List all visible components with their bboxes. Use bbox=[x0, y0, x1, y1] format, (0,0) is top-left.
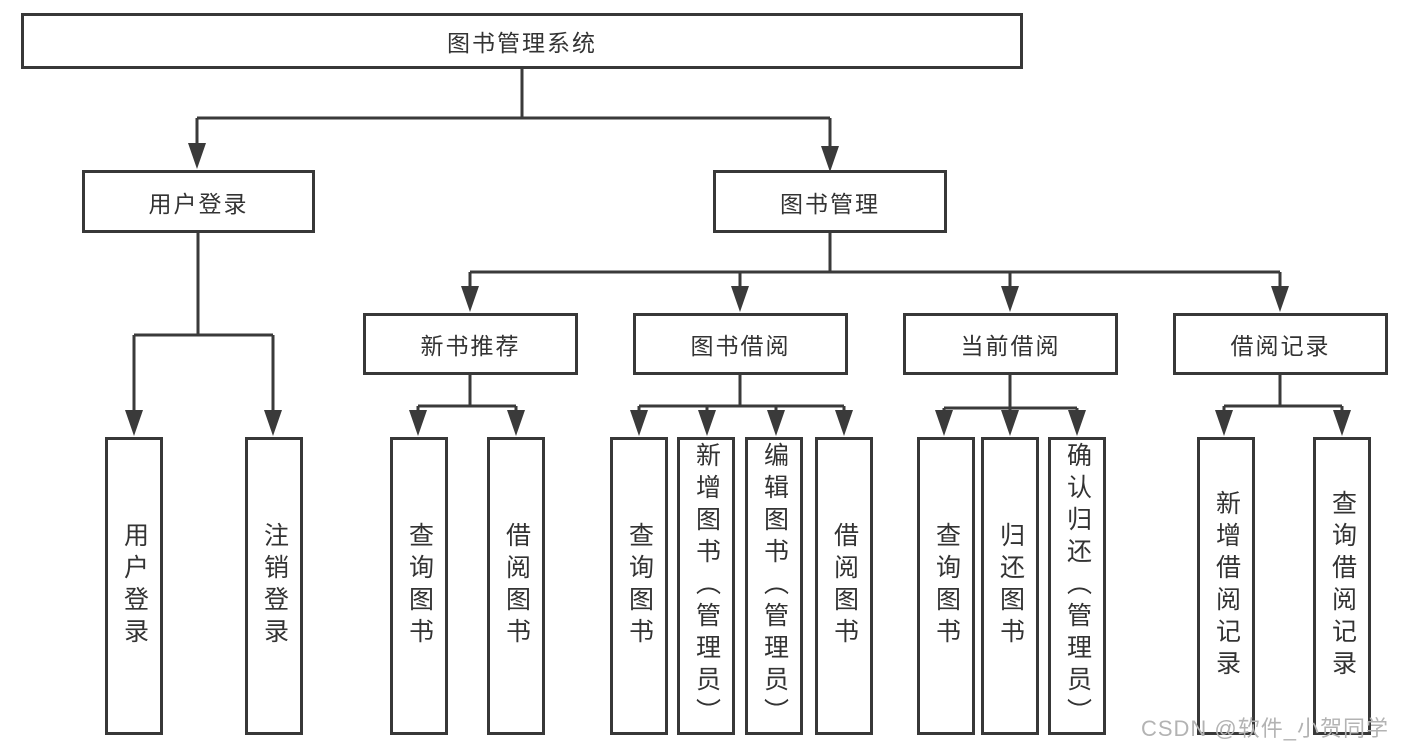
arrowhead-icon bbox=[188, 143, 206, 169]
arrowhead-icon bbox=[1271, 286, 1289, 312]
node-label: 注销登录 bbox=[260, 522, 289, 650]
node-label: 图书管理 bbox=[780, 190, 880, 217]
node-user-login-module: 用户登录 bbox=[82, 170, 315, 233]
node-label: 确认归还（管理员） bbox=[1063, 442, 1092, 730]
arrowhead-icon bbox=[125, 410, 143, 436]
node-label: 查询图书 bbox=[625, 522, 654, 650]
node-label: 归还图书 bbox=[996, 522, 1025, 650]
node-label: 查询图书 bbox=[405, 522, 434, 650]
node-label: 新增借阅记录 bbox=[1212, 490, 1241, 682]
arrowhead-icon bbox=[1001, 286, 1019, 312]
node-query-borrow-record: 查询借阅记录 bbox=[1313, 437, 1371, 735]
arrowhead-icon bbox=[935, 410, 953, 436]
node-add-books-admin: 新增图书（管理员） bbox=[677, 437, 735, 735]
node-label: 查询借阅记录 bbox=[1328, 490, 1357, 682]
arrowhead-icon bbox=[461, 286, 479, 312]
node-edit-books-admin: 编辑图书（管理员） bbox=[745, 437, 803, 735]
node-new-book-recommend: 新书推荐 bbox=[363, 313, 578, 375]
node-book-borrow: 图书借阅 bbox=[633, 313, 848, 375]
node-label: 用户登录 bbox=[148, 190, 249, 217]
arrowhead-icon bbox=[630, 410, 648, 436]
connector-path bbox=[132, 69, 1344, 411]
node-book-management: 图书管理 bbox=[713, 170, 947, 233]
node-return-books: 归还图书 bbox=[981, 437, 1039, 735]
arrowhead-icon bbox=[698, 410, 716, 436]
arrowhead-icon bbox=[264, 410, 282, 436]
csdn-watermark: CSDN @软件_小贺同学 bbox=[1140, 716, 1389, 741]
node-label: 借阅图书 bbox=[502, 522, 531, 650]
arrowhead-icon bbox=[1001, 410, 1019, 436]
node-confirm-return-admin: 确认归还（管理员） bbox=[1048, 437, 1106, 735]
node-label: 新增图书（管理员） bbox=[692, 442, 721, 730]
node-label: 当前借阅 bbox=[960, 333, 1061, 359]
node-label: 编辑图书（管理员） bbox=[760, 442, 789, 730]
arrowheads bbox=[125, 143, 1351, 436]
node-label: 借阅图书 bbox=[830, 522, 859, 650]
node-borrow-books-recommend: 借阅图书 bbox=[487, 437, 545, 735]
arrowhead-icon bbox=[507, 410, 525, 436]
arrowhead-icon bbox=[1215, 410, 1233, 436]
node-add-borrow-record: 新增借阅记录 bbox=[1197, 437, 1255, 735]
arrowhead-icon bbox=[409, 410, 427, 436]
node-label: 新书推荐 bbox=[420, 333, 521, 359]
node-root-label: 图书管理系统 bbox=[447, 30, 597, 56]
arrowhead-icon bbox=[821, 146, 839, 172]
node-user-login: 用户登录 bbox=[105, 437, 163, 735]
node-logout: 注销登录 bbox=[245, 437, 303, 735]
node-query-books-recommend: 查询图书 bbox=[390, 437, 448, 735]
node-label: 查询图书 bbox=[932, 522, 961, 650]
node-query-books-borrow: 查询图书 bbox=[610, 437, 668, 735]
arrowhead-icon bbox=[731, 286, 749, 312]
arrowhead-icon bbox=[835, 410, 853, 436]
node-borrow-books: 借阅图书 bbox=[815, 437, 873, 735]
node-borrow-records: 借阅记录 bbox=[1173, 313, 1388, 375]
node-query-books-current: 查询图书 bbox=[917, 437, 975, 735]
node-label: 图书借阅 bbox=[690, 333, 791, 359]
node-root: 图书管理系统 bbox=[21, 13, 1023, 69]
node-current-borrow: 当前借阅 bbox=[903, 313, 1118, 375]
arrowhead-icon bbox=[1068, 410, 1086, 436]
arrowhead-icon bbox=[767, 410, 785, 436]
node-label: 用户登录 bbox=[120, 522, 149, 650]
arrowhead-icon bbox=[1333, 410, 1351, 436]
node-label: 借阅记录 bbox=[1230, 333, 1331, 359]
